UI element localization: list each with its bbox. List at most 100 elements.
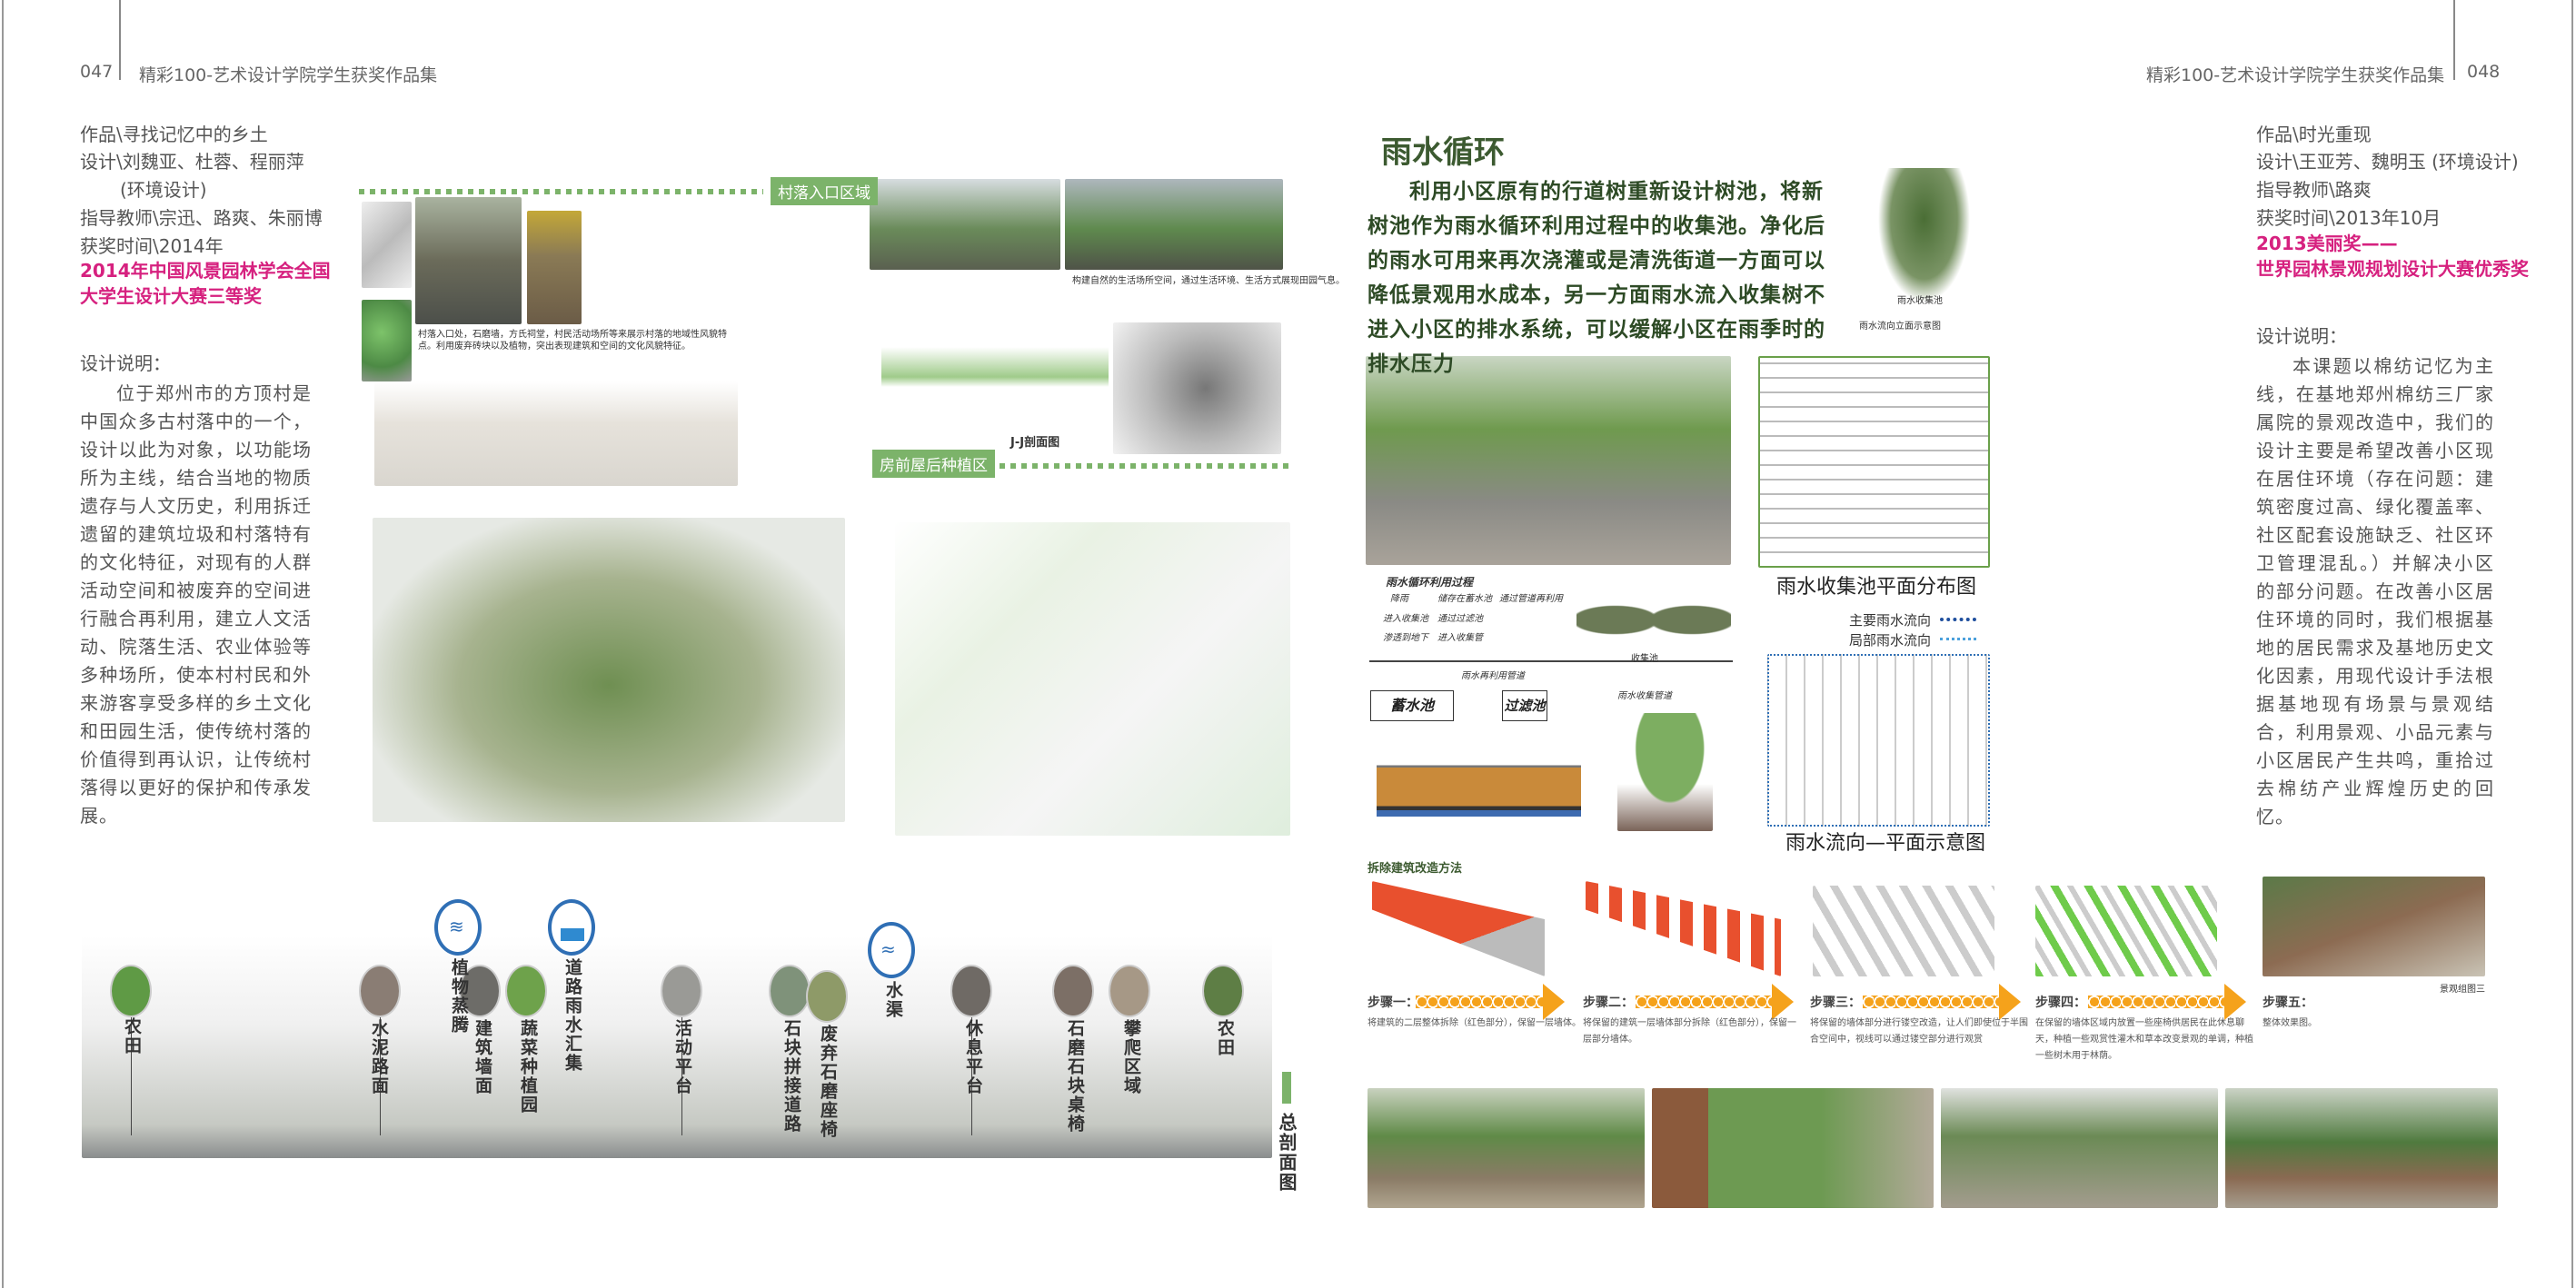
rain-cycle-text: 利用小区原有的行道树重新设计树池，将新树池作为雨水循环利用过程中的收集池。净化后… xyxy=(1368,180,1825,376)
step-label: 步骤五： xyxy=(2263,996,2313,1010)
tree-pool-drawing xyxy=(1576,581,1731,659)
process-step: 储存在蓄水池 xyxy=(1437,594,1492,604)
left-page-edge xyxy=(2,0,4,1288)
step-label: 步骤二： xyxy=(1583,996,1634,1010)
header-divider-left xyxy=(119,0,121,80)
award-line-1: 2013美丽奖—— xyxy=(2256,233,2398,254)
book-title-left: 精彩100-艺术设计学院学生获奖作品集 xyxy=(139,65,438,85)
arrowhead-icon xyxy=(2224,984,2246,1020)
step-label: 步骤三： xyxy=(1810,996,1861,1010)
stone-wall-render xyxy=(527,211,582,324)
step-label: 步骤一： xyxy=(1368,996,1418,1010)
main-flow-arrow-icon xyxy=(1940,618,1976,621)
label-cement-road: 水泥路面 xyxy=(369,1019,389,1095)
label-vegetable-garden: 蔬菜种植园 xyxy=(518,1019,538,1115)
tree-elevation-drawing xyxy=(1872,168,1976,313)
step4-model xyxy=(2035,886,2217,976)
step3-model xyxy=(1813,886,1994,976)
label-building-wall: 建筑墙面 xyxy=(472,1019,492,1095)
divider-dots xyxy=(1000,463,1290,469)
render-2 xyxy=(1652,1088,1934,1208)
label-activity-platform: 活动平台 xyxy=(672,1019,692,1095)
arrowhead-icon xyxy=(1543,984,1565,1020)
entrance-area-label: 村落入口区域 xyxy=(771,177,878,205)
entrance-section-drawing xyxy=(374,381,738,486)
legend-main-flow: 主要雨水流向 xyxy=(1849,612,1932,629)
collect-pipe-label: 雨水收集管道 xyxy=(1617,691,1672,701)
collection-pool-plan xyxy=(1758,356,1990,568)
label-stone-path: 石块拼接道路 xyxy=(781,1019,801,1134)
step-arrow-icon xyxy=(2088,996,2224,1008)
designers: 设计\王亚芳、魏明玉 (环境设计) xyxy=(2256,151,2519,173)
site-plan-thumbnail xyxy=(362,300,412,381)
process-step: 渗透到地下 xyxy=(1383,633,1428,643)
step5-render xyxy=(2263,877,2485,976)
process-step: 通过管道再利用 xyxy=(1499,594,1563,604)
page-number-right: 048 xyxy=(2467,62,2501,82)
label-farmland: 农田 xyxy=(122,1017,142,1055)
rain-flow-plan-caption: 雨水流向—平面示意图 xyxy=(1785,832,1986,855)
divider-dots xyxy=(359,189,763,194)
filter-tank: 过滤池 xyxy=(1502,690,1547,721)
village-plan-map xyxy=(1113,322,1281,454)
arrowhead-icon xyxy=(1772,984,1794,1020)
step-text: 将建筑的二层整体拆除（红色部分），保留一层墙体。 xyxy=(1368,1018,1581,1028)
award-line-2: 世界园林景观规划设计大赛优秀奖 xyxy=(2256,258,2529,280)
process-step: 进入收集池 xyxy=(1383,614,1428,624)
jj-section-title: J-J剖面图 xyxy=(1010,436,1060,450)
label-millstone-seats: 废弃石磨座椅 xyxy=(818,1025,838,1139)
step2-model xyxy=(1586,881,1781,976)
legend-local-flow: 局部雨水流向 xyxy=(1849,632,1932,649)
garden-render-2 xyxy=(1065,179,1283,270)
label-rest-platform: 休息平台 xyxy=(963,1019,983,1095)
award-line-1: 2014年中国风景园林学会全国 xyxy=(80,260,331,282)
step-text: 整体效果图。 xyxy=(2263,1018,2317,1028)
step-label: 步骤四： xyxy=(2035,996,2086,1010)
label-farmland-2: 农田 xyxy=(1215,1019,1235,1057)
pool-label: 收集池 xyxy=(1631,654,1658,664)
step1-model xyxy=(1372,881,1545,976)
process-title: 雨水循环利用过程 xyxy=(1386,576,1474,589)
water-collection-icon xyxy=(561,928,584,941)
major: (环境设计) xyxy=(120,179,207,201)
tree-pool-section xyxy=(1377,745,1581,827)
work-title: 作品\时光重现 xyxy=(2256,124,2372,145)
label-millstone-tables: 石磨石块桌椅 xyxy=(1065,1019,1085,1134)
render-4 xyxy=(2225,1088,2498,1208)
step-text: 将保留的建筑一层墙体部分拆除（红色部分），保留一层部分墙体。 xyxy=(1583,1018,1796,1045)
rain-cycle-title: 雨水循环 xyxy=(1381,134,1505,171)
jj-section-drawing xyxy=(881,327,1109,427)
work-title: 作品\寻找记忆中的乡土 xyxy=(80,124,268,145)
step-arrow-icon xyxy=(1416,996,1543,1008)
elevation-tag: 雨水收集池 xyxy=(1897,296,1943,306)
group-caption: 景观组图三 xyxy=(2440,985,2485,995)
section-title-bar xyxy=(1282,1072,1291,1104)
steps-title: 拆除建筑改造方法 xyxy=(1368,862,1463,876)
design-notes-text: 本课题以棉纺记忆为主线，在基地郑州棉纺三厂家属院的景观改造中，我们的设计主要是希… xyxy=(2256,355,2494,827)
planting-area-label: 房前屋后种植区 xyxy=(872,450,995,478)
design-notes-text: 位于郑州市的方顶村是中国众多古村落中的一个，设计以此为对象，以功能场所为主线，结… xyxy=(80,382,312,827)
award-date: 获奖时间\2013年10月 xyxy=(2256,207,2442,229)
site-map-thumbnail xyxy=(362,202,412,288)
tree-sidewalk-render xyxy=(1617,713,1713,831)
step-arrow-icon xyxy=(1636,996,1772,1008)
render-3 xyxy=(1941,1088,2218,1208)
collection-pool-plan-caption: 雨水收集池平面分布图 xyxy=(1776,576,1977,599)
step-text: 将保留的墙体部分进行镂空改造，让人们即使位于半围合空间中，视线可以通过镂空部分进… xyxy=(1810,1018,2028,1045)
label-climbing-area: 攀爬区域 xyxy=(1121,1019,1141,1095)
award-line-2: 大学生设计大赛三等奖 xyxy=(80,285,262,307)
right-page-edge xyxy=(2571,0,2573,1288)
garden-render-1 xyxy=(870,179,1060,270)
label-road-rainwater: 道路雨水汇集 xyxy=(562,958,582,1073)
rain-flow-plan xyxy=(1767,654,1990,827)
design-notes-heading: 设计说明： xyxy=(80,352,171,374)
process-step: 进入收集管 xyxy=(1437,633,1483,643)
water-channel-icon: ≈ xyxy=(880,938,896,960)
step-arrow-icon xyxy=(1863,996,1999,1008)
label-water-channel: 水渠 xyxy=(883,981,903,1019)
design-notes-heading: 设计说明： xyxy=(2256,325,2347,347)
local-flow-arrow-icon xyxy=(1940,638,1976,641)
process-step: 降雨 xyxy=(1390,594,1408,604)
process-step: 通过过滤池 xyxy=(1437,614,1483,624)
render-1 xyxy=(1368,1088,1645,1208)
